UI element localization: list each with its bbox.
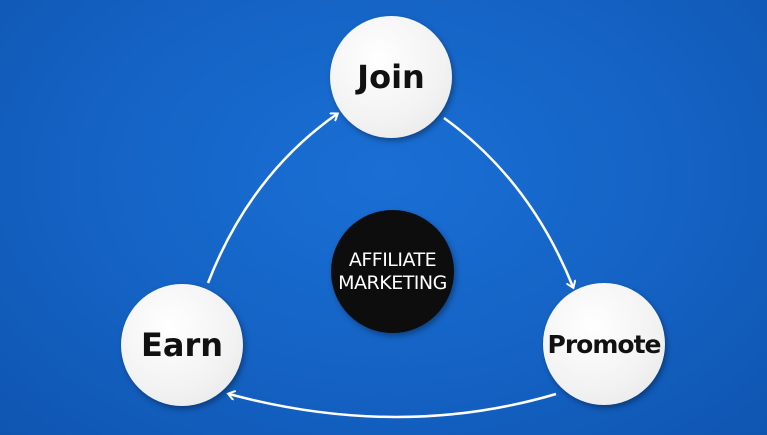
- arrow-promote-to-earn: [229, 394, 557, 419]
- center-badge: AFFILIATE MARKETING: [331, 210, 454, 333]
- node-earn: Earn: [121, 284, 243, 406]
- node-earn-label: Earn: [140, 326, 223, 364]
- node-join: Join: [330, 16, 452, 138]
- center-label-line2: MARKETING: [338, 271, 447, 294]
- arrow-earn-to-join: [206, 114, 337, 284]
- node-join-label: Join: [357, 58, 425, 96]
- arrow-join-to-promote: [443, 116, 573, 287]
- node-promote: Promote: [543, 283, 665, 405]
- center-label-line1: AFFILIATE: [348, 248, 437, 271]
- node-promote-label: Promote: [547, 329, 662, 359]
